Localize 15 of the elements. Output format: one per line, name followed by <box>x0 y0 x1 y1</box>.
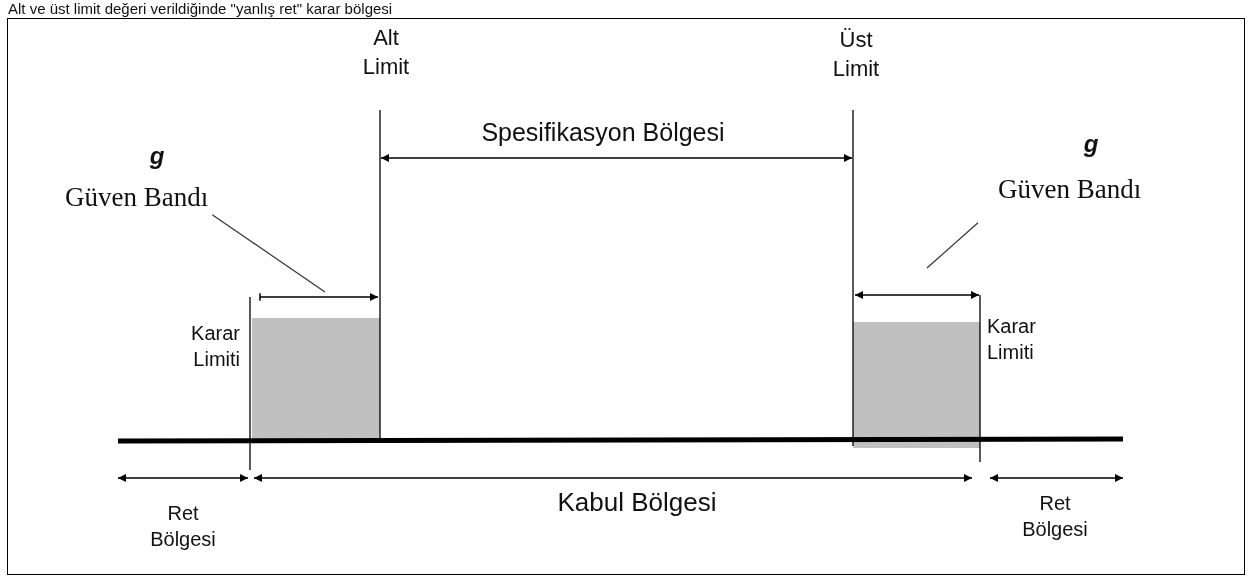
limit-label: Karar Limiti <box>987 314 1037 365</box>
region-label: Ret Bölgesi <box>149 501 217 552</box>
region-label: Ret Bölgesi <box>1021 491 1089 542</box>
limit-label: Üst Limit <box>831 26 881 83</box>
limit-label: Alt Limit <box>361 24 411 81</box>
leader-line <box>926 222 979 269</box>
title: Alt ve üst limit değeri verildiğinde "yanlış ret" karar bölgesi <box>8 0 393 17</box>
limit-label: Karar Limiti <box>190 321 240 372</box>
leader-line <box>211 214 326 293</box>
caption-text: Güven Bandı <box>998 175 1142 205</box>
symbol-label: g <box>1082 129 1100 159</box>
symbol-label: g <box>148 141 166 171</box>
region-label: Spesifikasyon Bölgesi <box>480 117 726 148</box>
region-label: Kabul Bölgesi <box>556 486 718 519</box>
caption-text: Güven Bandı <box>65 183 209 213</box>
